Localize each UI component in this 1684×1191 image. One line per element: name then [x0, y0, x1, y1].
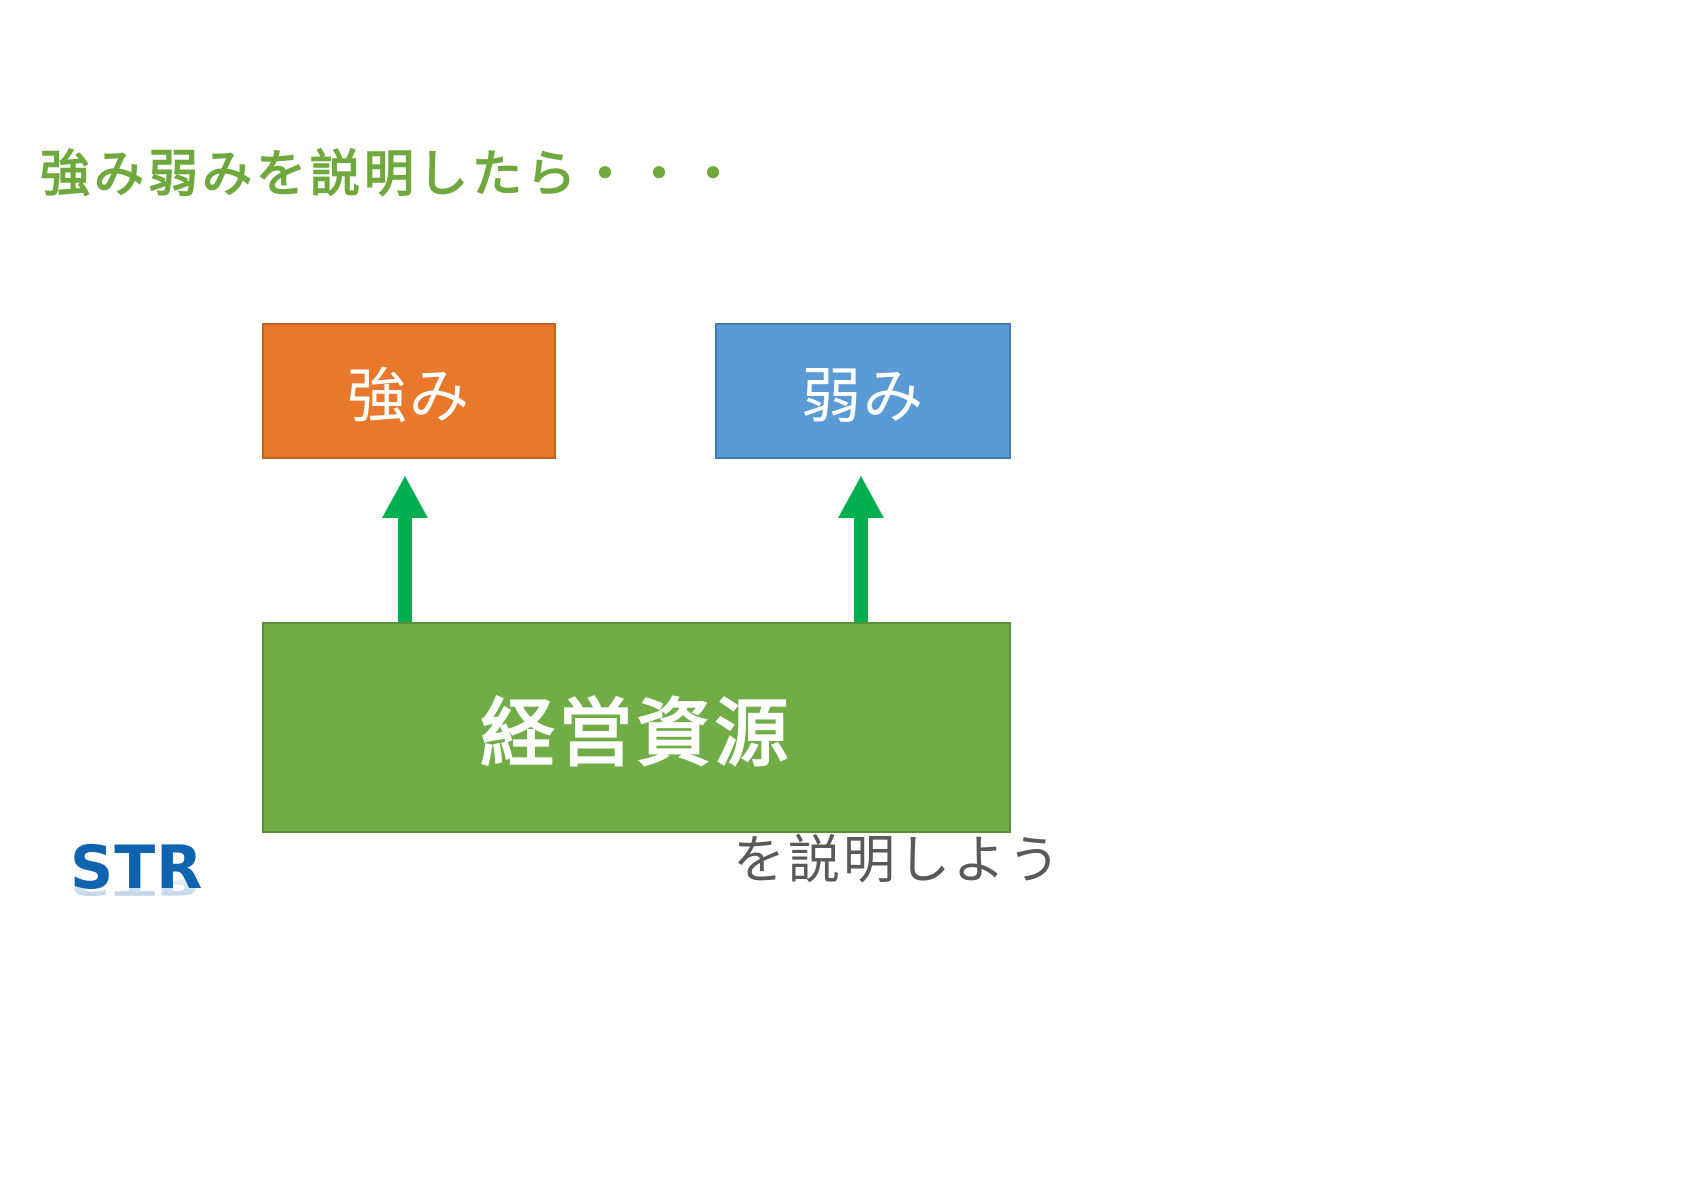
node-box-resources[interactable]: 経営資源 — [262, 622, 1011, 833]
node-box-strength[interactable]: 強み — [262, 323, 556, 459]
page-title: 強み弱みを説明したら・・・ — [40, 145, 742, 203]
node-label-weakness: 弱み — [801, 361, 925, 432]
node-label-strength: 強み — [347, 361, 471, 432]
arrow-up-icon-left — [382, 476, 428, 622]
caption-text: を説明しよう — [733, 831, 1064, 891]
node-label-resources: 経営資源 — [480, 691, 793, 777]
str-logo-text: STR — [70, 833, 204, 903]
arrow-up-icon-right — [838, 476, 884, 622]
str-logo: STR STR — [70, 838, 230, 938]
str-logo-reflection: STR — [70, 863, 204, 902]
node-box-weakness[interactable]: 弱み — [715, 323, 1011, 459]
